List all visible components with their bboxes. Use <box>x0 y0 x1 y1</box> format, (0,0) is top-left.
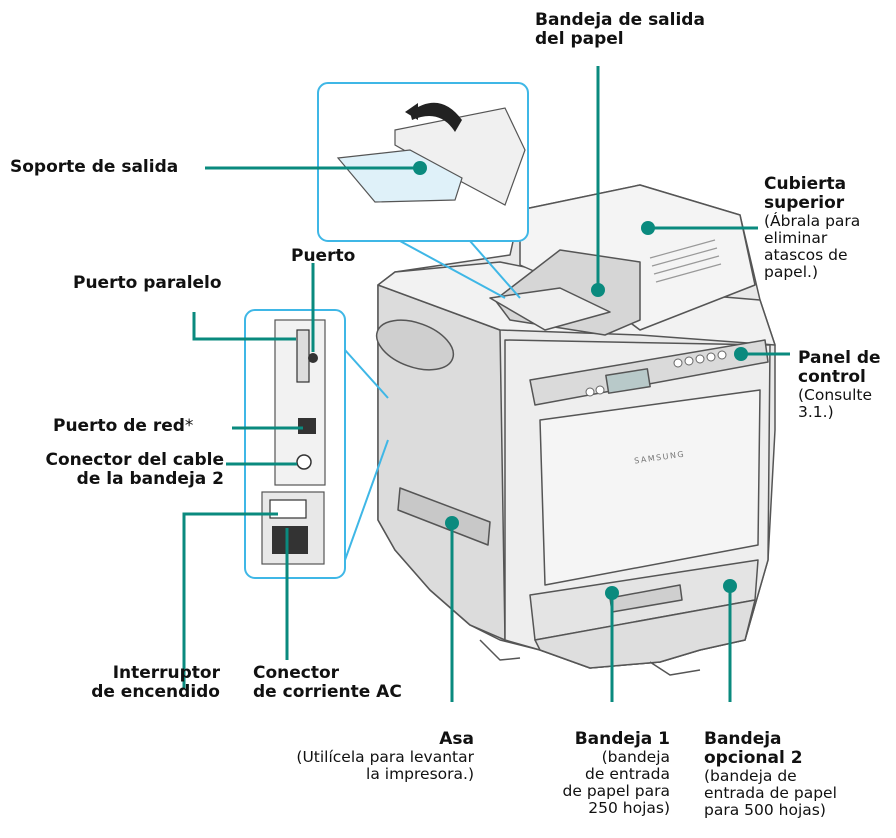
left-side-panel <box>377 284 506 641</box>
panel-button <box>706 352 716 362</box>
panel-button <box>684 356 694 366</box>
usb-port-shape <box>308 353 318 363</box>
network-port-shape <box>298 418 316 434</box>
power-switch-shape <box>269 499 307 519</box>
callout-dots <box>413 161 748 600</box>
panel-button <box>695 354 705 364</box>
label-panel-title: Panel de control <box>798 348 881 387</box>
ac-connector-shape <box>272 526 308 554</box>
label-bandeja2-title: Bandeja opcional 2 <box>704 729 803 768</box>
label-puerto-red-text: Puerto de red <box>53 416 185 436</box>
label-asa-title: Asa <box>439 729 474 749</box>
label-bandeja1-title: Bandeja 1 <box>574 729 670 749</box>
label-cubierta-desc: (Ábrala para eliminar atascos de papel.) <box>764 212 861 281</box>
label-panel-control: Panel de control (Consulte 3.1.) <box>798 330 881 440</box>
label-asa: Asa (Utilícela para levantar la impresor… <box>242 711 474 802</box>
label-panel-desc: (Consulte 3.1.) <box>798 386 872 421</box>
label-bandeja2-desc: (bandeja de entrada de papel para 500 ho… <box>704 767 837 819</box>
label-puerto-red: Puerto de red* <box>53 417 193 436</box>
label-interruptor: Interruptor de encendido <box>91 663 220 702</box>
side-handle <box>397 487 491 546</box>
label-bandeja-salida: Bandeja de salida del papel <box>535 10 705 49</box>
label-cubierta-superior: Cubierta superior (Ábrala para eliminar … <box>764 156 860 300</box>
label-puerto-red-star: * <box>184 416 194 436</box>
callout-lines <box>182 66 790 702</box>
front-door <box>539 389 761 586</box>
lcd-display <box>605 368 651 394</box>
label-asa-desc: (Utilícela para levantar la impresora.) <box>296 748 474 783</box>
panel-button <box>595 385 605 395</box>
side-vent <box>375 319 455 371</box>
parallel-port-shape <box>296 329 310 383</box>
ports-inset <box>244 309 389 579</box>
label-cubierta-title: Cubierta superior <box>764 174 847 213</box>
vent-lines <box>649 239 722 283</box>
label-bandeja1-desc: (bandeja de entrada de papel para 250 ho… <box>562 748 670 817</box>
printer-feet <box>479 639 701 676</box>
label-conector-cable: Conector del cable de la bandeja 2 <box>45 450 225 489</box>
panel-button <box>717 350 727 360</box>
label-puerto: Puerto <box>291 246 356 266</box>
label-soporte-salida: Soporte de salida <box>10 157 179 177</box>
label-conector-ac: Conector de corriente AC <box>253 663 402 702</box>
label-puerto-paralelo: Puerto paralelo <box>73 273 222 293</box>
tray2-connector-shape <box>296 454 312 470</box>
output-support-shape <box>489 287 611 331</box>
tray2-shape <box>534 599 756 669</box>
label-bandeja1: Bandeja 1 (bandeja de entrada de papel p… <box>530 711 670 836</box>
panel-button <box>673 358 683 368</box>
label-bandeja2: Bandeja opcional 2 (bandeja de entrada d… <box>704 711 837 838</box>
inset-support <box>336 149 463 203</box>
panel-button <box>585 387 595 397</box>
inset-arrow <box>410 102 462 132</box>
printer-illustration <box>375 184 776 676</box>
inset-tray <box>394 107 526 206</box>
